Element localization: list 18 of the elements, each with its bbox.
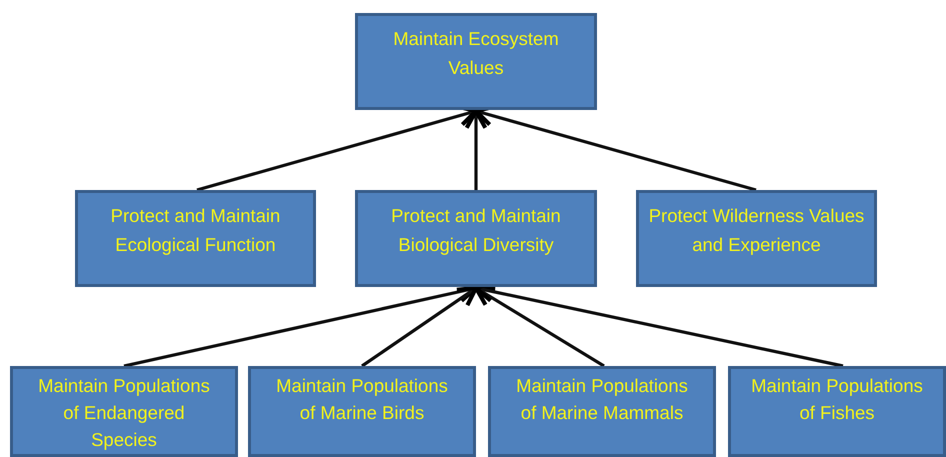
goal-box — [355, 190, 597, 287]
goal-box — [10, 366, 238, 457]
goal-label: Protect and Maintain Biological Diversity — [390, 204, 562, 257]
goal-box — [728, 366, 946, 457]
goal-box — [636, 190, 877, 287]
goal-box — [488, 366, 716, 457]
goal-box — [75, 190, 316, 287]
goal-label: Protect and Maintain Ecological Function — [110, 204, 282, 257]
arrow — [361, 286, 478, 368]
goal-label: Maintain Populations of Marine Birds — [275, 374, 449, 425]
goal-label: Maintain Populations of Endangered Species — [37, 374, 211, 452]
goal-box — [248, 366, 476, 457]
arrow — [474, 286, 605, 368]
goal-box — [355, 13, 597, 110]
goal-label: Maintain Ecosystem Values — [392, 27, 560, 80]
goal-label: Protect Wilderness Values and Experience — [648, 204, 866, 257]
goal-label: Maintain Populations of Fishes — [750, 374, 924, 425]
goal-label: Maintain Populations of Marine Mammals — [515, 374, 689, 425]
